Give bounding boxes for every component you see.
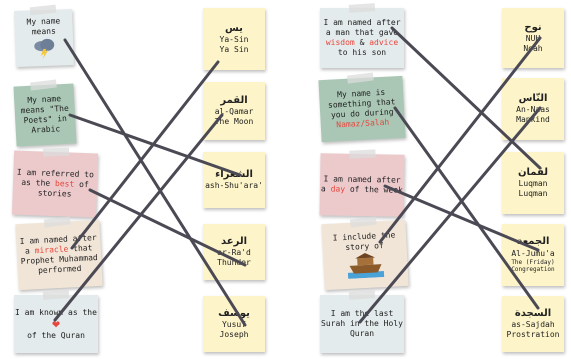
right-clue-card-3[interactable]: I am named after a day of the week — [319, 149, 405, 217]
right-answer-card-5[interactable]: السجدة as-Sajdah Prostration — [502, 296, 564, 352]
translation: Noah — [523, 44, 543, 54]
right-clue-card-2[interactable]: My name is something that you do during … — [318, 72, 406, 143]
tape-decoration — [42, 147, 70, 157]
clue-text: I am the last Surah in the Holy Quran — [321, 309, 403, 338]
clue-text: I am named after a man that gave wisdom … — [323, 18, 401, 57]
tape-decoration — [349, 149, 376, 159]
transliteration: ash-Shu'ara' — [205, 181, 263, 191]
match-line — [53, 113, 224, 322]
transliteration: Yusuf — [221, 320, 247, 330]
clue-text: I include the story of — [332, 230, 396, 253]
arabic-name: السجدة — [514, 307, 552, 319]
ark-icon — [347, 253, 385, 279]
arabic-name: يس — [225, 22, 243, 34]
arabic-name: يوسف — [218, 307, 250, 319]
heart-icon: ❤ — [52, 316, 60, 332]
arabic-name: نوح — [524, 21, 542, 33]
arabic-name: النّاس — [518, 92, 548, 104]
right-clue-card-1[interactable]: I am named after a man that gave wisdom … — [320, 3, 404, 68]
left-clue-card-5[interactable]: I am known as the ❤ of the Quran — [14, 290, 98, 353]
right-answer-card-2[interactable]: النّاس An-Naas Mankind — [502, 78, 564, 140]
arabic-name: الشعراء — [215, 168, 253, 180]
arabic-name: الرعد — [220, 235, 247, 247]
transliteration: as-Sajdah — [511, 320, 555, 330]
left-clue-card-2[interactable]: My name means "The Poets" in Arabic — [13, 79, 77, 147]
translation: Joseph — [219, 330, 249, 340]
clue-text: I am known as the — [15, 307, 97, 317]
clue-text: I am referred to as the best of stories — [16, 167, 95, 199]
right-answer-card-1[interactable]: نوح NUH Noah — [502, 8, 564, 68]
arabic-name: الجمعة — [516, 236, 550, 248]
clue-text: My name means — [26, 16, 61, 37]
right-answer-card-4[interactable]: الجمعة Al-Jumu'a The (Friday) Congregati… — [502, 224, 564, 286]
clue-text: I am named after a miracle that Prophet … — [19, 233, 98, 276]
tape-decoration — [348, 290, 376, 300]
transliteration: An-Naas — [516, 105, 550, 115]
tape-decoration — [42, 290, 70, 300]
translation: The Moon — [214, 117, 254, 127]
left-answer-card-2[interactable]: القمر al-Qamar The Moon — [203, 82, 265, 140]
left-clue-card-4[interactable]: I am named after a miracle that Prophet … — [15, 216, 103, 291]
left-answer-card-5[interactable]: يوسف Yusuf Joseph — [203, 296, 265, 352]
tape-decoration — [30, 79, 57, 91]
left-answer-card-3[interactable]: الشعراء ash-Shu'ara' — [203, 152, 265, 208]
clue-text: My name is something that you do during … — [327, 87, 396, 130]
right-answer-card-3[interactable]: لقمان Luqman Luqman — [502, 152, 564, 214]
translation: The (Friday) Congregation — [511, 258, 555, 274]
transliteration: ar-Ra'd — [217, 248, 251, 258]
arabic-name: لقمان — [518, 166, 548, 178]
tape-decoration — [348, 3, 376, 13]
arabic-name: القمر — [220, 94, 248, 106]
translation: Ya Sin — [219, 45, 249, 55]
transliteration: Al-Jumu'a — [511, 248, 555, 258]
translation: Prostration — [506, 330, 560, 340]
translation: Luqman — [518, 189, 548, 199]
tape-decoration — [29, 4, 57, 16]
storm-cloud-icon — [34, 38, 55, 60]
translation: Mankind — [516, 115, 550, 125]
transliteration: al-Qamar — [214, 107, 254, 117]
clue-text: My name means "The Poets" in Arabic — [20, 94, 69, 135]
right-clue-card-4[interactable]: I include the story of — [321, 216, 409, 291]
left-clue-card-3[interactable]: I am referred to as the best of stories — [11, 147, 99, 218]
right-clue-card-5[interactable]: I am the last Surah in the Holy Quran — [320, 290, 404, 353]
left-answer-card-1[interactable]: يس Ya-Sin Ya Sin — [203, 8, 265, 70]
translation: Thunder — [217, 258, 251, 268]
left-clue-card-1[interactable]: My name means — [14, 4, 74, 67]
left-answer-card-4[interactable]: الرعد ar-Ra'd Thunder — [203, 224, 265, 280]
transliteration: NUH — [525, 34, 541, 44]
transliteration: Ya-Sin — [219, 35, 249, 45]
tape-decoration — [43, 216, 71, 228]
tape-decoration — [346, 72, 374, 84]
clue-text: I am named after a day of the week — [320, 174, 403, 195]
transliteration: Luqman — [518, 179, 548, 189]
tape-decoration — [349, 216, 377, 228]
clue-text-cont: of the Quran — [27, 330, 85, 340]
